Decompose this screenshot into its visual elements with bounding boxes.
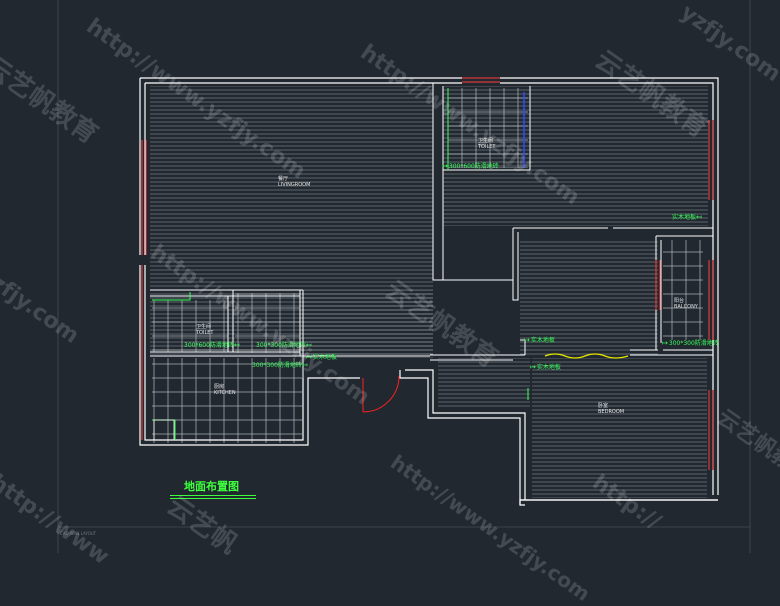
balcony-door-marker: ↦实木地板: [524, 336, 555, 345]
kitchen-label: 厨房 KITCHEN: [214, 384, 236, 396]
marker-text: 300*300防滑地砖: [668, 340, 719, 347]
balcony-name: 阳台: [674, 298, 685, 304]
marker-text: 实木地板: [312, 354, 337, 361]
hall2-floor-hatch: [438, 358, 530, 408]
title-underline: [170, 495, 256, 496]
kitchen-tiles: [152, 358, 302, 443]
toilet-main-name: 卫生间: [478, 138, 494, 144]
marker-arrow-icon: ↦: [530, 363, 536, 371]
entry-door: [362, 375, 400, 413]
corridor-floor-marker: 实木地板↤: [672, 213, 703, 222]
toilet-small-name: 卫生间: [196, 324, 212, 330]
living-room-sub: LIVINGROOM: [278, 182, 311, 188]
kitchen-counter: [153, 419, 175, 441]
bedroom-name: 卧室: [598, 403, 609, 409]
marker-arrow-icon: ↦: [442, 162, 448, 170]
marker-text: 实木地板: [672, 214, 697, 221]
toilet-small-label: 卫生间 TOILET: [196, 324, 213, 336]
hall-floor-hatch: [300, 290, 433, 358]
toilet-small-sub: TOILET: [196, 330, 214, 336]
living-room-label: 餐厅 LIVINGROOM: [278, 176, 310, 188]
bedroom-sub: BEDROOM: [598, 409, 625, 415]
toilet-small2-tiles: [235, 293, 300, 353]
kitchen-name: 厨房: [214, 384, 225, 390]
balcony-tiles: [663, 240, 703, 340]
kitchen-tile-marker: 300*300防滑地砖↤: [256, 341, 313, 350]
balcony-label: 阳台 BALCONY: [674, 298, 698, 310]
bedroom-floor-marker: ↦实木地板: [530, 363, 561, 372]
outer-walls: [139, 77, 719, 506]
balcony-tile-marker: ↦300*300防滑地砖: [662, 339, 719, 348]
toilet-main-tiles: [448, 88, 528, 168]
kitchen-sub: KITCHEN: [214, 390, 236, 396]
living-room-name: 餐厅: [278, 176, 289, 182]
frame-footnote: CAD WAN LAYOUT: [60, 531, 97, 536]
toilet-main-tile-marker: ↦300*600防滑地砖: [442, 162, 499, 171]
marker-arrow-icon: ↤: [233, 341, 240, 349]
toilet-small-tile-marker: 300*600防滑地砖↤: [184, 341, 241, 350]
toilet-small-tiles: [152, 300, 228, 352]
drawing-title: 地面布置图: [184, 480, 239, 493]
marker-arrow-icon: ↦: [524, 336, 530, 344]
interior-walls: [150, 83, 713, 378]
bedroom-floor-hatch: [532, 358, 707, 498]
marker-arrow-icon: ↤: [301, 361, 308, 369]
marker-text: 300*300防滑地砖: [252, 362, 302, 369]
bedroom-label: 卧室 BEDROOM: [598, 403, 624, 415]
windows: [141, 77, 714, 470]
corridor-floor-hatch: [520, 240, 658, 355]
floor-plan-canvas: [57, 0, 751, 553]
sliding-door: [544, 353, 629, 359]
marker-text: 300*600防滑地砖: [184, 342, 234, 349]
marker-text: 300*300防滑地砖: [256, 342, 306, 349]
marker-text: 实木地板: [530, 337, 555, 344]
kitchen-tile-marker-2: 300*300防滑地砖↤: [252, 361, 309, 370]
marker-text: 实木地板: [536, 364, 561, 371]
toilet-main-label: 卫生间 TOILET: [478, 138, 495, 150]
marker-arrow-icon: ↦: [662, 339, 668, 347]
toilet-main-sub: TOILET: [478, 144, 496, 150]
marker-arrow-icon: ↤: [696, 213, 702, 221]
balcony-sub: BALCONY: [674, 304, 698, 310]
marker-arrow-icon: ↤: [305, 341, 312, 349]
marker-text: 300*600防滑地砖: [448, 163, 499, 170]
hall-floor-marker: ↦实木地板: [306, 353, 337, 362]
title-underline-2: [170, 498, 256, 499]
marker-arrow-icon: ↦: [306, 353, 312, 361]
